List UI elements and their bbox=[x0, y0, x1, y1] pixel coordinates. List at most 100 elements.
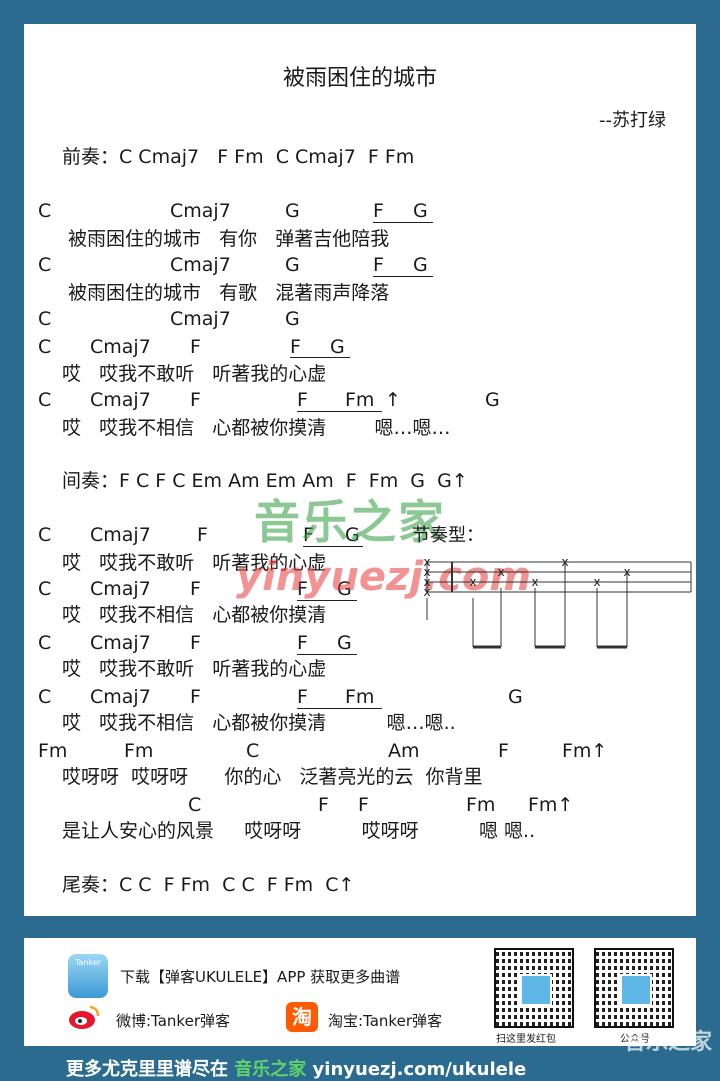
chord-underline bbox=[297, 600, 357, 601]
chord-label: F bbox=[297, 578, 308, 600]
chord-label: F bbox=[297, 686, 308, 708]
artist: --苏打绿 bbox=[599, 110, 666, 131]
qr-code-redpacket[interactable] bbox=[494, 948, 574, 1028]
chord-label: Cmaj7 bbox=[90, 336, 151, 358]
chord-label: Cmaj7 bbox=[90, 578, 151, 600]
chord-label: C bbox=[38, 632, 52, 654]
chord-label: Am bbox=[388, 740, 420, 762]
weibo-icon bbox=[69, 1005, 100, 1029]
section-line: 间奏：F C F C Em Am Em Am F Fm G G↑ bbox=[62, 470, 468, 492]
chord-label: F bbox=[190, 632, 201, 654]
lyric-line: 哎 哎我不相信 心都被你摸清 嗯…嗯… bbox=[62, 417, 451, 439]
chord-label: G bbox=[285, 308, 300, 330]
chord-label: F bbox=[190, 578, 201, 600]
chord-label: G bbox=[285, 200, 300, 222]
chord-label: G bbox=[330, 336, 345, 358]
chord-label: C bbox=[38, 336, 52, 358]
chord-label: G bbox=[285, 254, 300, 276]
weibo-account[interactable]: 微博:Tanker弹客 bbox=[116, 1012, 230, 1030]
chord-label: Cmaj7 bbox=[90, 389, 151, 411]
lyric-line: 哎 哎我不敢听 听著我的心虚 bbox=[62, 658, 327, 680]
svg-text:x: x bbox=[531, 575, 538, 589]
song-title: 被雨困住的城市 bbox=[282, 66, 437, 91]
bottom-banner[interactable]: 更多尤克里里谱尽在 音乐之家 yinyuezj.com/ukulele bbox=[0, 1052, 720, 1080]
lyric-line: 被雨困住的城市 有你 弹著吉他陪我 bbox=[62, 228, 390, 250]
svg-text:x: x bbox=[561, 555, 568, 569]
chord-label: F bbox=[190, 389, 201, 411]
chord-label: Cmaj7 bbox=[90, 632, 151, 654]
svg-text:x: x bbox=[423, 555, 430, 569]
chord-label: F bbox=[190, 336, 201, 358]
chord-label: Fm bbox=[345, 686, 375, 708]
rhythm-label: 节奏型： bbox=[412, 525, 484, 546]
chord-label: Cmaj7 bbox=[90, 686, 151, 708]
chord-label: G bbox=[485, 389, 500, 411]
chord-label: Fm bbox=[345, 389, 375, 411]
chord-label: G bbox=[345, 524, 360, 546]
chord-label: F bbox=[373, 200, 384, 222]
qr-code-official-account[interactable] bbox=[594, 948, 674, 1028]
section-line: 前奏：C Cmaj7 F Fm C Cmaj7 F Fm bbox=[62, 146, 415, 168]
footer-panel: Tanker 下载【弹客UKULELE】APP 获取更多曲谱 微博:Tanker… bbox=[24, 938, 696, 1046]
lyric-line: 哎 哎我不敢听 听著我的心虚 bbox=[62, 363, 327, 385]
watermark-logo: 音乐之家 bbox=[254, 495, 446, 549]
chord-label: Cmaj7 bbox=[90, 524, 151, 546]
chord-label: Fm bbox=[466, 794, 496, 816]
bottom-logo: 音乐之家 bbox=[623, 1030, 712, 1055]
chord-label: F bbox=[297, 632, 308, 654]
chord-label: C bbox=[246, 740, 260, 762]
chord-label: Fm↑ bbox=[528, 794, 574, 816]
chord-label: F bbox=[197, 524, 208, 546]
svg-text:x: x bbox=[423, 575, 430, 589]
chord-label: C bbox=[38, 686, 52, 708]
chord-label: G bbox=[413, 254, 428, 276]
taobao-account[interactable]: 淘宝:Tanker弹客 bbox=[328, 1012, 442, 1030]
chord-label: G bbox=[337, 632, 352, 654]
chord-label: G bbox=[413, 200, 428, 222]
chord-underline bbox=[373, 276, 433, 277]
chord-label: F bbox=[290, 336, 301, 358]
download-text: 下载【弹客UKULELE】APP 获取更多曲谱 bbox=[120, 968, 401, 986]
chord-underline bbox=[290, 357, 350, 358]
sheet-page: 被雨困住的城市 --苏打绿 前奏：C Cmaj7 F Fm C Cmaj7 F … bbox=[24, 24, 696, 916]
chord-label: G bbox=[337, 578, 352, 600]
lyric-line: 哎 哎我不相信 心都被你摸清 嗯…嗯.. bbox=[62, 712, 456, 734]
svg-text:x: x bbox=[423, 585, 430, 599]
chord-underline bbox=[373, 222, 433, 223]
chord-label: F bbox=[303, 524, 314, 546]
lyric-line: 哎呀呀 哎呀呀 你的心 泛著亮光的云 你背里 bbox=[62, 766, 483, 788]
taobao-icon: 淘 bbox=[286, 1002, 318, 1032]
chord-underline bbox=[297, 654, 357, 655]
lyric-line: 哎 哎我不相信 心都被你摸清 bbox=[62, 604, 327, 626]
chord-label: F bbox=[358, 794, 369, 816]
chord-label: C bbox=[188, 794, 202, 816]
chord-label: F bbox=[498, 740, 509, 762]
chord-label: F bbox=[373, 254, 384, 276]
chord-underline bbox=[303, 546, 363, 547]
chord-label: C bbox=[38, 524, 52, 546]
svg-text:x: x bbox=[623, 565, 630, 579]
chord-label: Cmaj7 bbox=[170, 200, 231, 222]
svg-text:x: x bbox=[593, 575, 600, 589]
svg-text:x: x bbox=[497, 565, 504, 579]
lyric-line: 哎 哎我不敢听 听著我的心虚 bbox=[62, 552, 327, 574]
chord-label: C bbox=[38, 308, 52, 330]
chord-label: Fm bbox=[124, 740, 154, 762]
chord-label: Fm↑ bbox=[562, 740, 608, 762]
banner-site: 音乐之家 bbox=[234, 1059, 307, 1080]
chord-label: F bbox=[318, 794, 329, 816]
qr-caption-redpacket: 扫这里发红包 bbox=[496, 1034, 556, 1045]
chord-label: C bbox=[38, 578, 52, 600]
banner-lead: 更多尤克里里谱尽在 bbox=[66, 1059, 235, 1080]
chord-label: C bbox=[38, 389, 52, 411]
tanker-app-icon[interactable]: Tanker bbox=[68, 954, 108, 998]
chord-label: C bbox=[38, 200, 52, 222]
chord-label: G bbox=[508, 686, 523, 708]
qr-caption-official-account: 公众号 bbox=[620, 1034, 650, 1045]
chord-label: Fm bbox=[38, 740, 68, 762]
section-line: 尾奏：C C F Fm C C F Fm C↑ bbox=[62, 874, 355, 896]
lyric-line: 被雨困住的城市 有歌 混著雨声降落 bbox=[62, 282, 390, 304]
chord-label: Cmaj7 bbox=[170, 308, 231, 330]
chord-label: ↑ bbox=[385, 389, 401, 411]
